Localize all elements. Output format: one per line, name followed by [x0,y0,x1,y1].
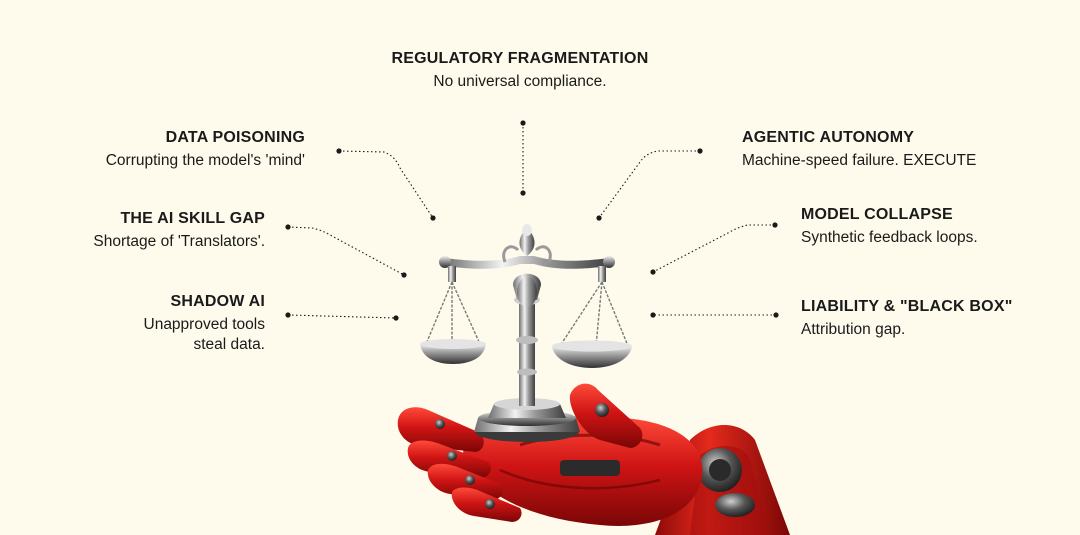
connector-dot [772,222,778,228]
scales-base [474,398,580,442]
scales-right-pan [552,281,632,368]
connector-skill-gap [287,226,405,276]
robot-fingers [397,407,522,522]
connector-dot [285,224,291,230]
callout-title: SHADOW AI [170,293,265,310]
connector-dot [285,312,291,318]
callout-title: LIABILITY & "BLACK BOX" [801,298,1013,315]
callout-agentic: AGENTIC AUTONOMY Machine-speed failure. … [742,128,1062,170]
robot-thumb [569,383,643,448]
callout-desc: Corrupting the model's 'mind' [105,152,305,169]
callout-liability: LIABILITY & "BLACK BOX" Attribution gap. [801,297,1061,339]
callout-desc: Unapproved tools [143,316,266,333]
callout-data-poisoning: DATA POISONING Corrupting the model's 'm… [40,128,305,170]
callout-title: AGENTIC AUTONOMY [742,129,915,146]
connector-dot [336,148,342,154]
connector-dot [650,312,656,318]
scales-beam [439,224,615,282]
callout-desc: No universal compliance. [433,73,607,90]
callout-regulatory: REGULATORY FRAGMENTATION No universal co… [340,49,700,91]
connector-dot [773,312,779,318]
connector-data-poisoning [338,150,434,219]
callout-desc: Synthetic feedback loops. [801,229,978,246]
connector-model-collapse [652,224,775,273]
connector-dot [430,215,436,221]
callout-desc: Machine-speed failure. EXECUTE [742,152,977,169]
connector-dot [520,120,526,126]
scales-column [513,273,541,406]
callout-title: DATA POISONING [165,129,305,146]
callout-skill-gap: THE AI SKILL GAP Shortage of 'Translator… [40,209,265,251]
callout-desc: steal data. [193,336,265,354]
scales-left-pan [420,281,486,364]
callout-title: MODEL COLLAPSE [801,206,953,223]
connector-dot [697,148,703,154]
callout-title: THE AI SKILL GAP [120,210,265,227]
connector-dot [393,315,399,321]
callout-model-collapse: MODEL COLLAPSE Synthetic feedback loops. [801,205,1061,247]
callout-desc: Attribution gap. [801,321,906,338]
callout-desc: Shortage of 'Translators'. [93,233,265,250]
connector-agentic [598,150,700,219]
connector-dot [650,269,656,275]
callout-shadow-ai: SHADOW AI Unapproved tools steal data. [40,292,266,355]
connector-dot [401,272,407,278]
callout-title: REGULATORY FRAGMENTATION [391,50,649,67]
connector-dot [596,215,602,221]
connector-dot [520,190,526,196]
